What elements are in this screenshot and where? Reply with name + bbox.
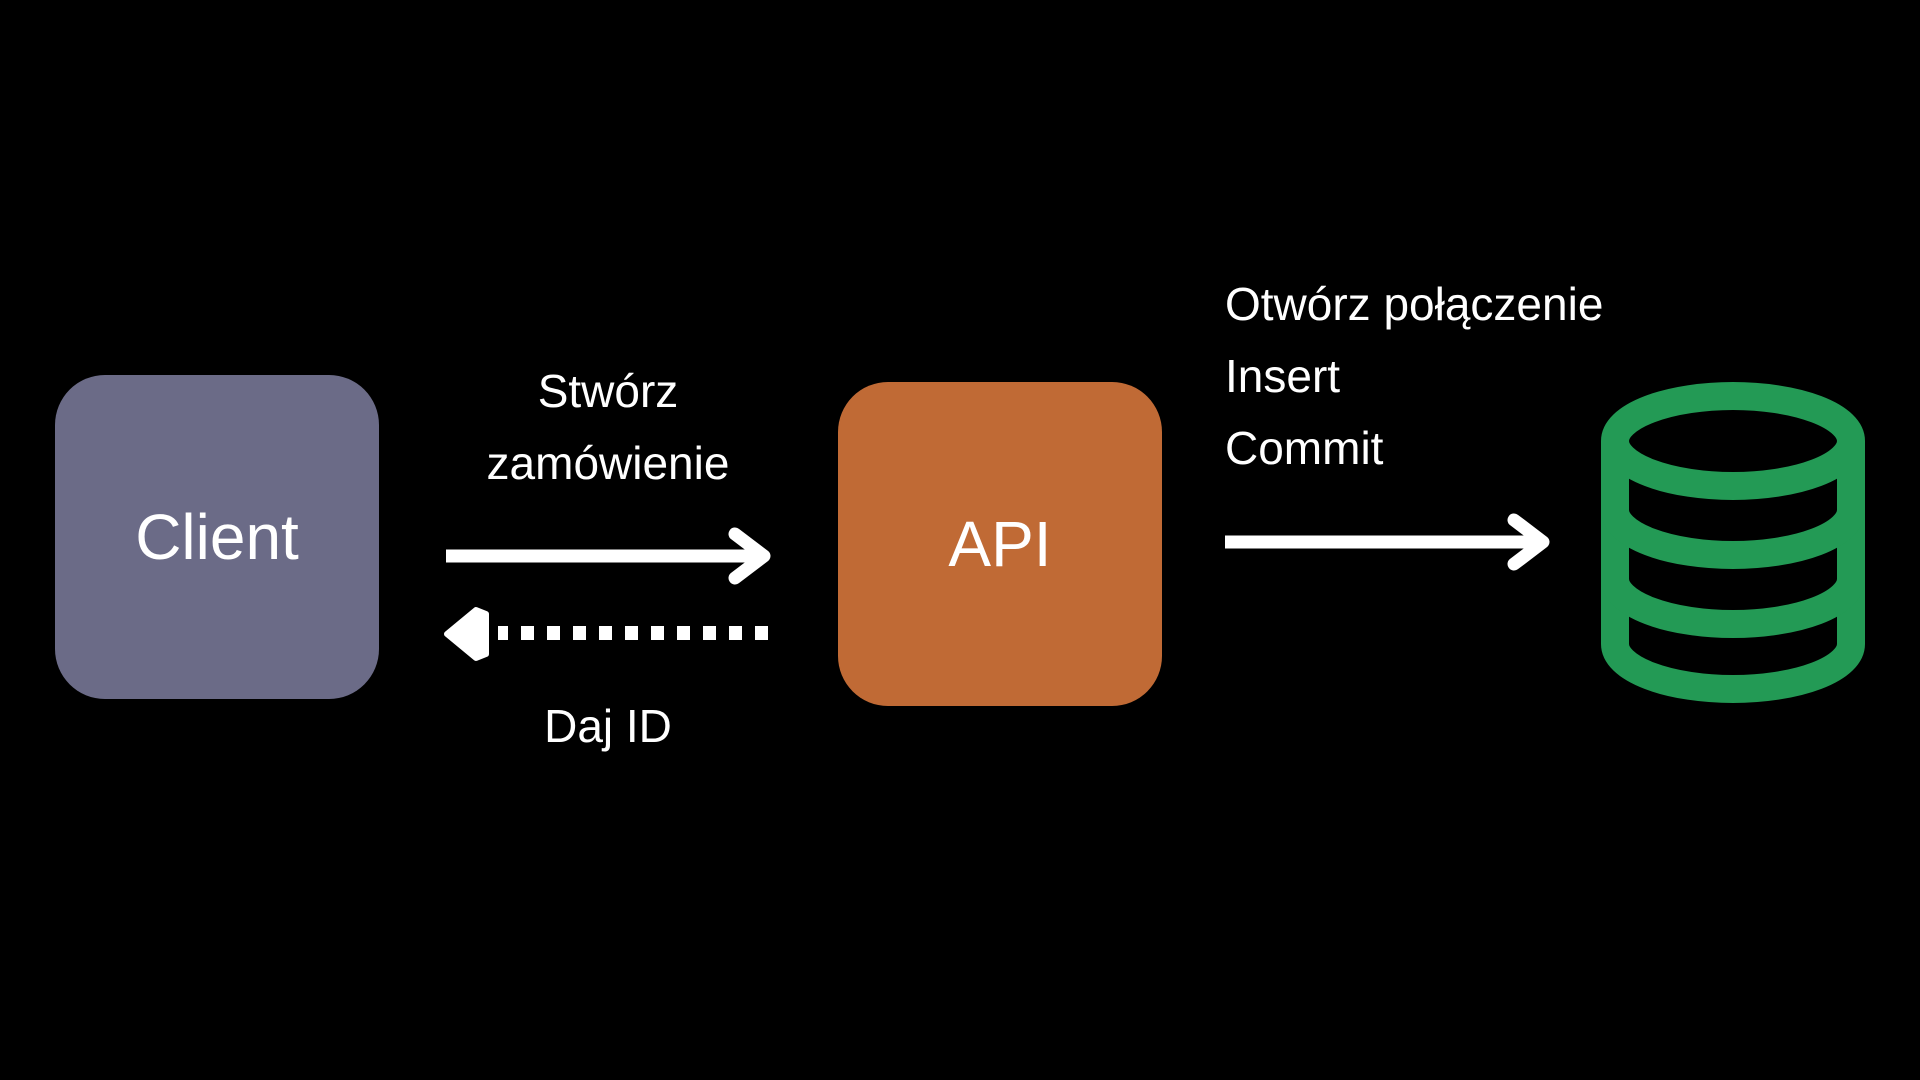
api-node: API [838, 382, 1162, 706]
database-icon [1601, 382, 1865, 703]
request-arrow [446, 527, 771, 585]
db-step-commit: Commit [1225, 422, 1384, 474]
response-arrow [444, 607, 768, 661]
db-arrow [1225, 513, 1550, 571]
response-label: Daj ID [544, 700, 672, 752]
api-label: API [948, 508, 1052, 580]
request-label-line-2: zamówienie [486, 437, 730, 489]
db-step-insert: Insert [1225, 350, 1341, 402]
db-steps-list: Otwórz połączenie Insert Commit [1225, 268, 1603, 484]
request-label-line-1: Stwórz [537, 365, 679, 417]
client-label: Client [135, 501, 299, 573]
db-step-open-connection: Otwórz połączenie [1225, 278, 1604, 330]
client-node: Client [55, 375, 379, 699]
request-label: Stwórz zamówienie [448, 355, 768, 499]
